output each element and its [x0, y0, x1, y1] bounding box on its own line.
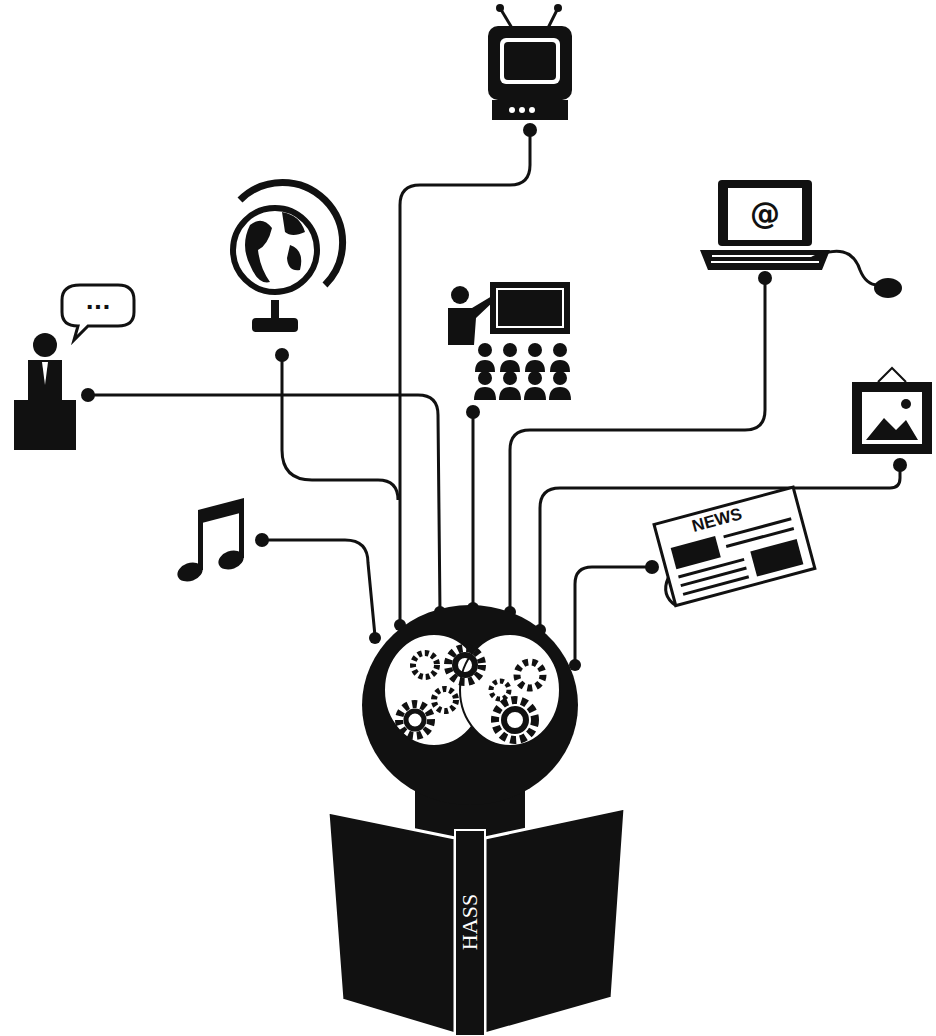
- wire-dots: [81, 123, 907, 671]
- open-book: [328, 808, 625, 1036]
- laptop-icon: [700, 180, 902, 298]
- email-symbol: @: [750, 199, 780, 229]
- wires: [88, 130, 900, 665]
- classroom-icon: [448, 282, 571, 400]
- picture-frame-icon: [852, 368, 932, 454]
- book-spine-title: HASS: [459, 894, 481, 950]
- newspaper-icon: [648, 487, 815, 607]
- music-note-icon: [175, 498, 247, 585]
- speech-dots: ...: [85, 291, 110, 313]
- globe-icon: [233, 182, 343, 332]
- tv-icon: [488, 4, 572, 120]
- head-silhouette: [362, 605, 578, 850]
- speaker-icon: [14, 285, 134, 450]
